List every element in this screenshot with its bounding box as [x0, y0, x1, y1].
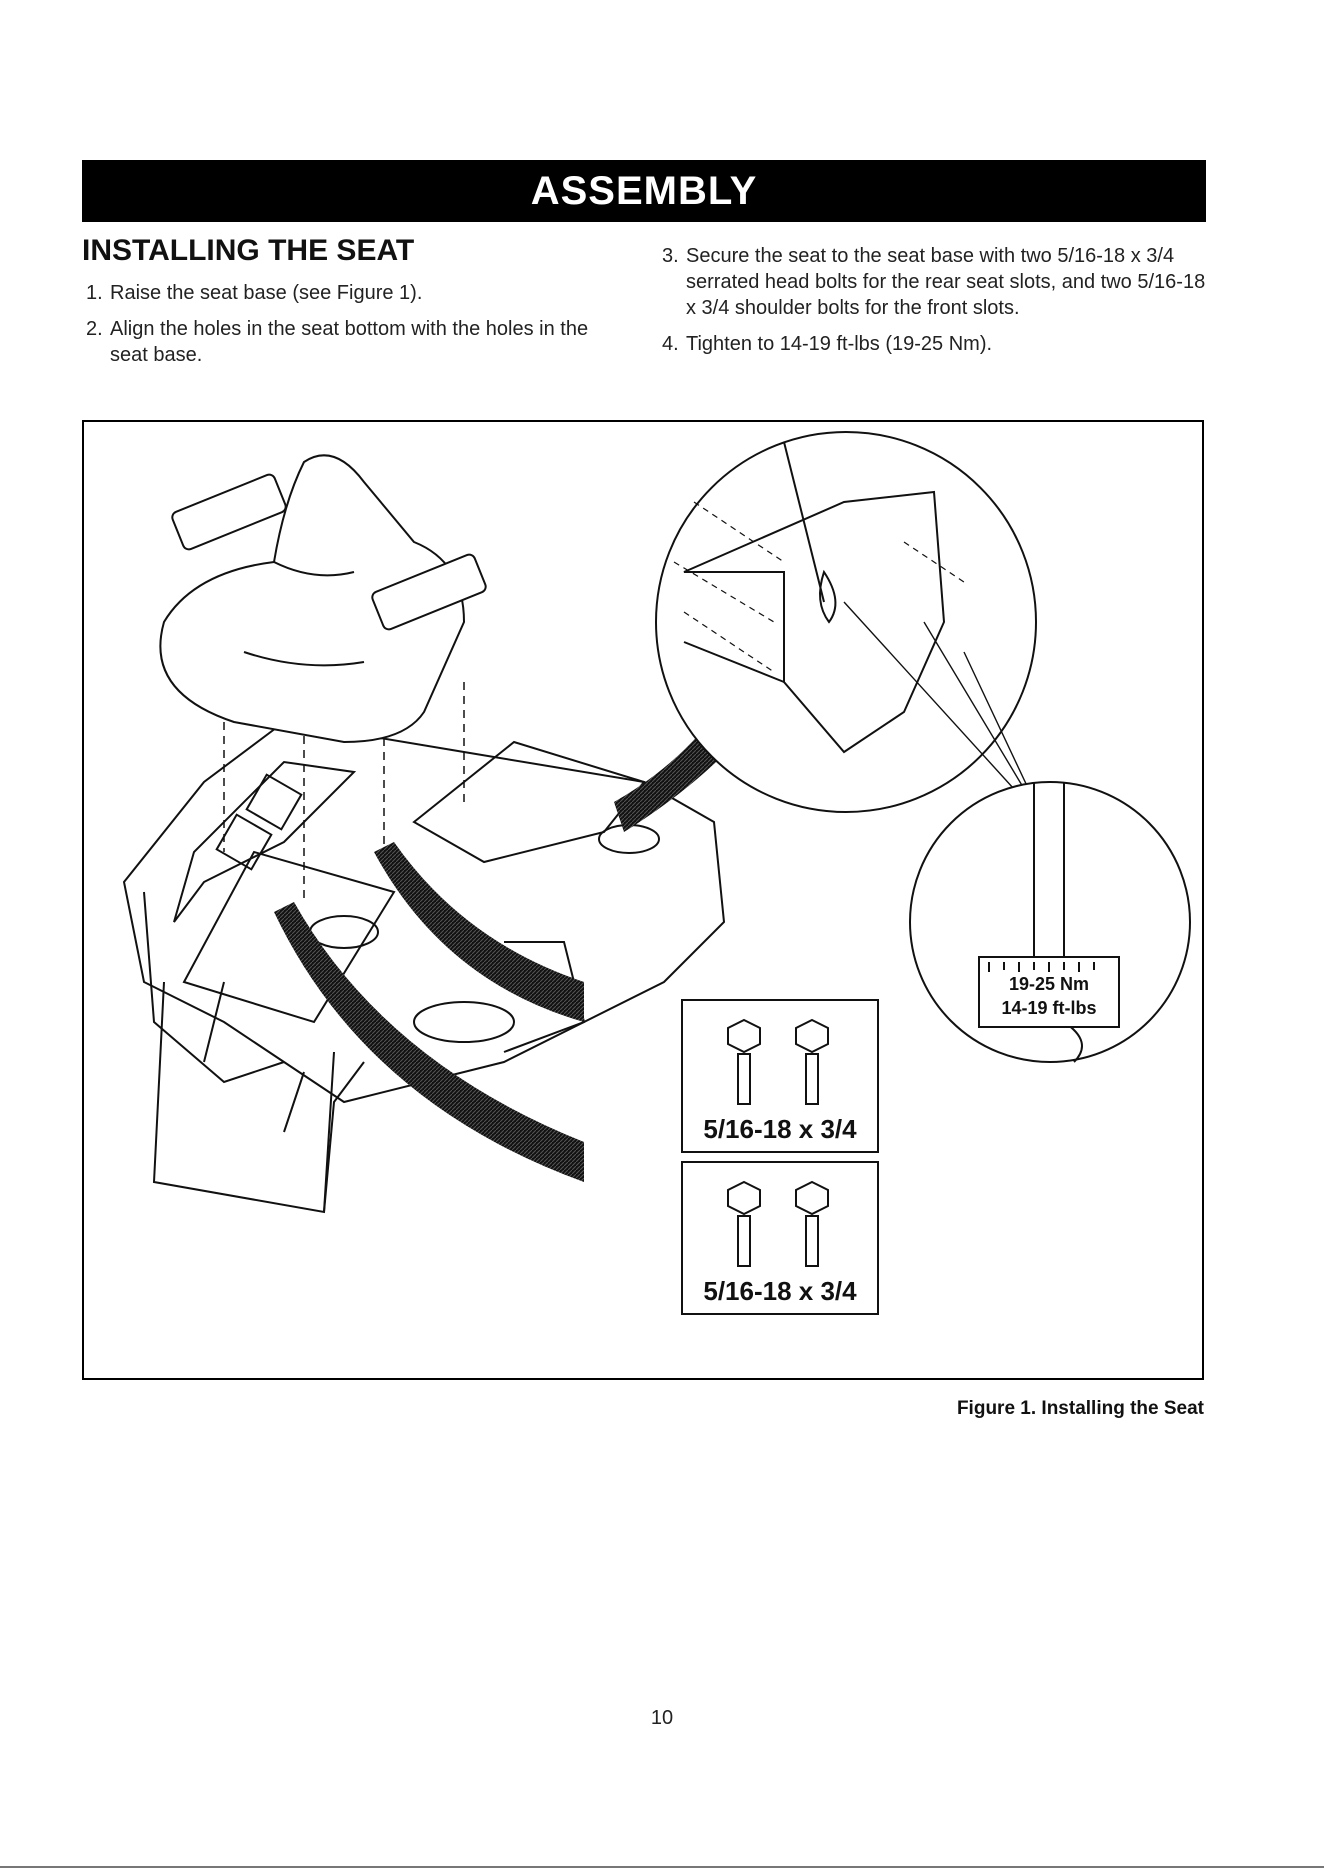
steps-list-right: 3. Secure the seat to the seat base with… [658, 243, 1218, 367]
step-number: 2. [86, 318, 103, 340]
step-text: Raise the seat base (see Figure 1). [110, 282, 423, 304]
bottom-rule [0, 1866, 1324, 1868]
bolt-icon [727, 1018, 829, 1105]
step-text: Tighten to 14-19 ft-lbs (19-25 Nm). [686, 333, 993, 355]
step-number: 3. [662, 245, 679, 267]
step-text: Secure the seat to the seat base with tw… [686, 245, 1206, 319]
bolt-spec-label-1: 5/16-18 x 3/4 [703, 1114, 857, 1144]
seat-installation-illustration: 19-25 Nm 14-19 ft-lbs 5/16-18 x 3/4 [122, 431, 1191, 1315]
steps-list-left: 1. Raise the seat base (see Figure 1). 2… [82, 280, 622, 378]
step-item: 1. Raise the seat base (see Figure 1). [82, 280, 622, 306]
section-header-bar: ASSEMBLY [82, 160, 1206, 222]
page-number: 10 [650, 1707, 674, 1729]
step-text: Align the holes in the seat bottom with … [110, 318, 589, 366]
torque-nm-label: 19-25 Nm [1009, 974, 1089, 994]
step-number: 1. [86, 282, 103, 304]
step-item: 3. Secure the seat to the seat base with… [658, 243, 1218, 321]
seat-drawing [159, 454, 487, 744]
bolt-icon [727, 1180, 829, 1267]
section-title: INSTALLING THE SEAT [82, 234, 415, 267]
step-item: 4. Tighten to 14-19 ft-lbs (19-25 Nm). [658, 331, 1218, 357]
detail-circle-bracket [655, 431, 1037, 813]
callout-arrow-bolts-1 [374, 842, 584, 1022]
callout-arrow-bolts-2 [274, 902, 584, 1182]
step-item: 2. Align the holes in the seat bottom wi… [82, 316, 622, 368]
figure-frame: 19-25 Nm 14-19 ft-lbs 5/16-18 x 3/4 [82, 420, 1204, 1380]
bolt-spec-label-2: 5/16-18 x 3/4 [703, 1276, 857, 1306]
bolt-box-2: 5/16-18 x 3/4 [681, 1161, 879, 1315]
figure-caption: Figure 1. Installing the Seat [956, 1398, 1204, 1419]
step-number: 4. [662, 333, 679, 355]
header-title: ASSEMBLY [530, 168, 758, 213]
detail-circle-torque: 19-25 Nm 14-19 ft-lbs [843, 601, 1191, 1063]
torque-ftlbs-label: 14-19 ft-lbs [1001, 998, 1096, 1018]
bolt-box-1: 5/16-18 x 3/4 [681, 999, 879, 1153]
